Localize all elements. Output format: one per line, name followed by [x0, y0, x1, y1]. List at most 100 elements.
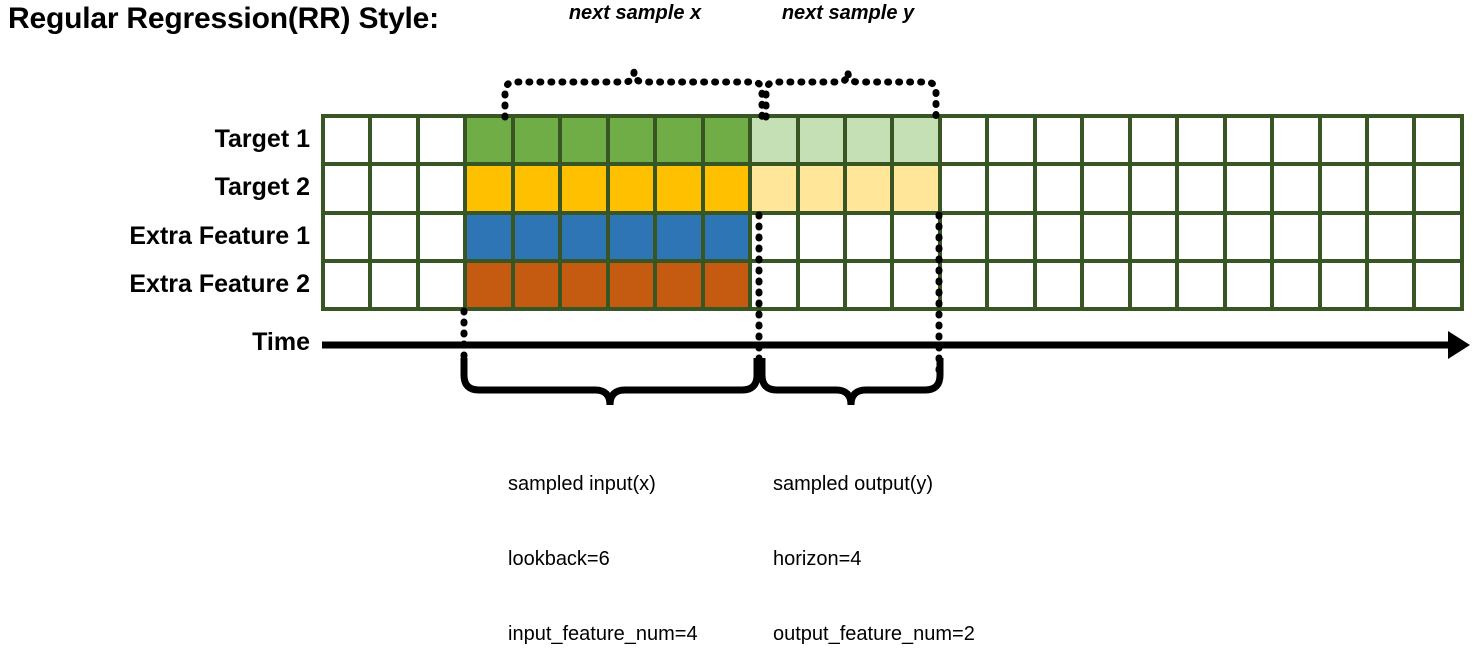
- grid-cell-blank: [1036, 166, 1081, 211]
- grid-cell-blank: [1179, 262, 1223, 307]
- grid-cell-input: [657, 262, 701, 307]
- grid-cell-blank: [1084, 166, 1128, 211]
- time-axis-label: Time: [252, 328, 310, 356]
- grid-cell-blank: [1226, 214, 1271, 259]
- row-label-target-1: Target 1: [214, 125, 310, 153]
- input-annotation-line-3: input_feature_num=4: [508, 623, 698, 645]
- grid-cell-blank: [372, 262, 416, 307]
- grid-cell-blank: [1274, 214, 1318, 259]
- grid-row: [325, 118, 1460, 163]
- grid-cell-input: [562, 118, 606, 163]
- grid-cell-blank: [325, 214, 369, 259]
- grid-cell-blank: [1084, 118, 1128, 163]
- grid-cell-blank: [1084, 214, 1128, 259]
- grid-cell-input: [609, 166, 654, 211]
- bottom-brace-output: [758, 358, 944, 406]
- grid-cell-blank: [419, 166, 464, 211]
- grid-cell-output: [846, 262, 891, 307]
- grid-cell-blank: [1226, 118, 1271, 163]
- grid-cell-blank: [1179, 214, 1223, 259]
- next-sample-y-caption: next sample y: [781, 2, 915, 24]
- grid-cell-blank: [989, 214, 1033, 259]
- grid-cell-input: [467, 214, 511, 259]
- bottom-brace-input: [460, 358, 761, 406]
- grid-cell-output: [846, 118, 891, 163]
- grid-row: [325, 214, 1460, 259]
- grid-cell-input: [609, 262, 654, 307]
- grid-cell-blank: [1131, 118, 1176, 163]
- input-annotation-line-1: sampled input(x): [508, 473, 656, 495]
- grid-cell-output: [846, 166, 891, 211]
- grid-cell-blank: [989, 166, 1033, 211]
- grid-cell-blank: [1131, 214, 1176, 259]
- input-annotation-line-2: lookback=6: [508, 548, 610, 570]
- grid-cell-input: [562, 262, 606, 307]
- grid-cell-output: [799, 262, 843, 307]
- grid-cell-blank: [1274, 166, 1318, 211]
- grid-cell-blank: [325, 166, 369, 211]
- grid-cell-input: [704, 214, 749, 259]
- grid-cell-blank: [941, 262, 986, 307]
- grid-cell-input: [609, 118, 654, 163]
- grid-cell-blank: [419, 214, 464, 259]
- grid-cell-output: [894, 262, 938, 307]
- grid-cell-input: [657, 166, 701, 211]
- output-annotation-line-1: sampled output(y): [773, 473, 934, 495]
- grid-cell-blank: [1179, 166, 1223, 211]
- grid-cell-input: [514, 262, 559, 307]
- grid-cell-blank: [989, 118, 1033, 163]
- output-annotation: sampled output(y) horizon=4 output_featu…: [773, 422, 975, 672]
- grid-cell-input: [514, 118, 559, 163]
- grid-cell-blank: [1368, 262, 1413, 307]
- grid-cell-blank: [419, 118, 464, 163]
- grid-cell-blank: [325, 118, 369, 163]
- row-label-target-2: Target 2: [214, 173, 310, 201]
- grid-cell-output: [799, 166, 843, 211]
- grid-cell-input: [657, 214, 701, 259]
- grid-cell-blank: [1084, 262, 1128, 307]
- grid-cell-input: [467, 118, 511, 163]
- top-brace-y: [762, 71, 940, 121]
- grid-cell-blank: [1321, 214, 1365, 259]
- grid-cell-blank: [1416, 118, 1460, 163]
- timeseries-grid: [321, 114, 1464, 311]
- grid-cell-blank: [1416, 166, 1460, 211]
- grid-cell-input: [562, 214, 606, 259]
- row-label-extra-feature-1: Extra Feature 1: [129, 222, 310, 250]
- grid-cell-output: [894, 166, 938, 211]
- grid-cell-input: [467, 166, 511, 211]
- grid-cell-blank: [941, 214, 986, 259]
- grid-cell-blank: [1321, 262, 1365, 307]
- grid-cell-input: [609, 214, 654, 259]
- grid-cell-blank: [989, 262, 1033, 307]
- grid-cell-blank: [1368, 118, 1413, 163]
- grid-cell-blank: [1274, 262, 1318, 307]
- grid-cell-input: [514, 166, 559, 211]
- grid-cell-blank: [1368, 166, 1413, 211]
- grid-cell-blank: [325, 262, 369, 307]
- grid-cell-output: [799, 118, 843, 163]
- grid-cell-blank: [372, 166, 416, 211]
- grid-row: [325, 166, 1460, 211]
- grid-cell-output: [894, 214, 938, 259]
- top-brace-x: [501, 71, 766, 121]
- grid-cell-input: [704, 166, 749, 211]
- grid-cell-input: [467, 262, 511, 307]
- grid-cell-blank: [1321, 118, 1365, 163]
- output-annotation-line-2: horizon=4: [773, 548, 862, 570]
- grid-cell-output: [752, 214, 796, 259]
- row-label-extra-feature-2: Extra Feature 2: [129, 270, 310, 298]
- grid-cell-blank: [1416, 262, 1460, 307]
- grid-cell-blank: [1226, 166, 1271, 211]
- grid-cell-blank: [419, 262, 464, 307]
- grid-cell-output: [894, 118, 938, 163]
- grid-cell-blank: [941, 166, 986, 211]
- grid-cell-blank: [372, 214, 416, 259]
- grid-cell-input: [704, 118, 749, 163]
- grid-cell-blank: [1036, 262, 1081, 307]
- grid-cell-input: [704, 262, 749, 307]
- grid-cell-blank: [941, 118, 986, 163]
- grid-cell-input: [562, 166, 606, 211]
- grid-cell-output: [752, 166, 796, 211]
- grid-row: [325, 262, 1460, 307]
